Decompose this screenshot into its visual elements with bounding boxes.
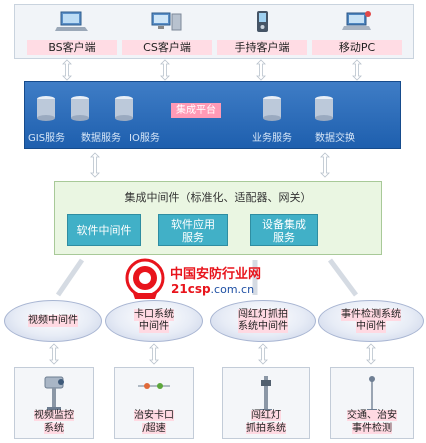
middleware-title: 集成中间件（标准化、适配器、网关） bbox=[124, 191, 312, 204]
device-label: 闯红灯 抓拍系统 bbox=[246, 410, 286, 434]
database-server-icon bbox=[37, 96, 55, 121]
connector-arrow bbox=[352, 59, 362, 81]
middleware-box-software: 软件中间件 bbox=[67, 214, 141, 246]
connector-arrow bbox=[62, 59, 72, 81]
client-label: CS客户端 bbox=[122, 40, 212, 55]
database-server-icon bbox=[315, 96, 333, 121]
middleware-box-device-service: 设备集成 服务 bbox=[250, 214, 318, 246]
service-label: GIS服务 bbox=[28, 133, 66, 144]
client-handheld: 手持客户端 bbox=[217, 5, 307, 58]
device-redlight-capture: 闯红灯 抓拍系统 bbox=[222, 367, 310, 439]
laptop-icon bbox=[55, 11, 88, 31]
subsystem-checkpoint-middleware: 卡口系统 中间件 bbox=[105, 300, 203, 342]
device-label: 治安卡口 /超速 bbox=[134, 410, 174, 434]
service-label: 数据服务 bbox=[81, 133, 121, 144]
middleware-box-app-service: 软件应用 服务 bbox=[158, 214, 228, 246]
client-label: 手持客户端 bbox=[217, 40, 307, 55]
subsystem-event-detection-middleware: 事件检测系统 中间件 bbox=[318, 300, 424, 342]
connector-arrow bbox=[90, 152, 100, 178]
client-mobile-pc: 移动PC bbox=[312, 5, 402, 58]
connector-arrow bbox=[49, 343, 59, 365]
csp-logo: 中国安防行业网 21csp.com.cn bbox=[124, 257, 309, 301]
database-server-icon bbox=[71, 96, 89, 121]
integration-middleware: 集成中间件（标准化、适配器、网关） 软件中间件 软件应用 服务 设备集成 服务 bbox=[54, 181, 382, 255]
service-label: 数据交换 bbox=[315, 133, 355, 144]
connector-arrow bbox=[160, 59, 170, 81]
connector-arrow bbox=[149, 343, 159, 365]
speed-sensor-icon bbox=[138, 383, 170, 389]
database-server-icon bbox=[115, 96, 133, 121]
connector-arrow bbox=[366, 343, 376, 365]
subsystem-redlight-middleware: 闯红灯抓拍 系统中间件 bbox=[210, 300, 316, 342]
database-server-icon bbox=[263, 96, 281, 121]
subsystem-video-middleware: 视频中间件 bbox=[4, 300, 102, 342]
platform-label: 集成平台 bbox=[171, 103, 221, 118]
client-cs: CS客户端 bbox=[122, 5, 212, 58]
mobile-pc-icon bbox=[342, 11, 371, 30]
service-label: IO服务 bbox=[129, 133, 160, 144]
device-event-detection: 交通、治安 事件检测 bbox=[330, 367, 414, 439]
client-bs: BS客户端 bbox=[27, 5, 117, 58]
service-label: 业务服务 bbox=[252, 133, 292, 144]
device-label: 视频监控 系统 bbox=[34, 410, 74, 434]
detector-pole-icon bbox=[367, 376, 377, 412]
traffic-camera-pole-icon bbox=[260, 376, 272, 412]
camera-icon bbox=[44, 376, 64, 410]
connector-arrow bbox=[256, 59, 266, 81]
integration-platform: 集成平台 GIS服务 数据服务 IO服务 业务服务 数据交换 bbox=[24, 81, 401, 149]
device-label: 交通、治安 事件检测 bbox=[347, 410, 397, 434]
logo-domain: 21csp.com.cn bbox=[171, 282, 255, 296]
client-tier: BS客户端 CS客户端 手持客户端 移动PC bbox=[14, 4, 414, 59]
client-label: 移动PC bbox=[312, 40, 402, 55]
connector-arrow bbox=[258, 343, 268, 365]
connector-arrow bbox=[320, 152, 330, 178]
client-label: BS客户端 bbox=[27, 40, 117, 55]
device-video-surveillance: 视频监控 系统 bbox=[14, 367, 94, 439]
shield-emblem-icon bbox=[125, 258, 165, 299]
desktop-icon bbox=[151, 12, 182, 31]
handheld-icon bbox=[257, 11, 268, 32]
device-checkpoint-speed: 治安卡口 /超速 bbox=[114, 367, 194, 439]
logo-title: 中国安防行业网 bbox=[170, 267, 262, 282]
